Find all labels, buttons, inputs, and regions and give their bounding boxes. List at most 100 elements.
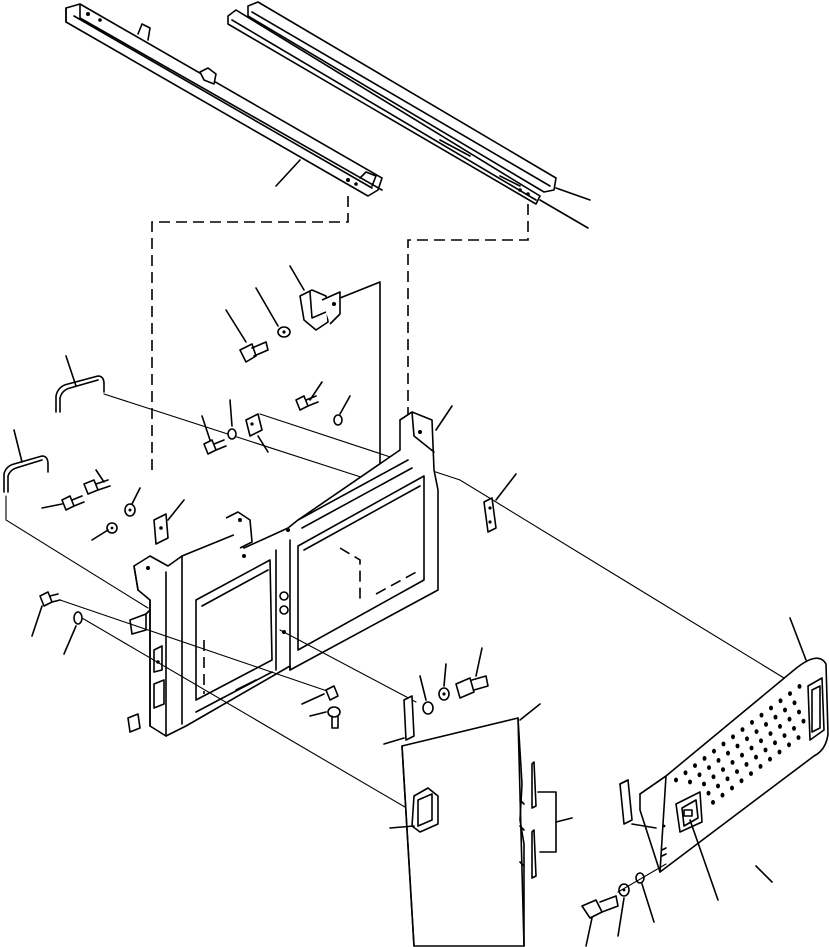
louver-hole <box>697 772 702 778</box>
louver-hole <box>768 731 773 736</box>
louver-hole <box>764 722 768 727</box>
leader-handle-lower <box>13 429 23 463</box>
louver-hole <box>688 779 692 785</box>
louver-hole <box>768 756 772 762</box>
left-rail <box>65 3 383 197</box>
hex-bolt <box>39 591 61 607</box>
leader-clip-left <box>167 499 185 521</box>
louver-hole <box>739 778 744 784</box>
leader-bolt-center-lower <box>309 711 327 717</box>
louver-hole <box>730 785 734 791</box>
leader-bracket <box>289 265 305 291</box>
louver-hole <box>702 756 707 761</box>
leader-washer-a <box>131 487 141 505</box>
leader-front-frame <box>435 405 453 431</box>
leader-door <box>755 865 773 883</box>
bolt <box>455 675 489 699</box>
axis-bottom <box>617 863 667 893</box>
louver-hole <box>712 748 716 754</box>
louver-hole <box>763 747 768 753</box>
bracket <box>299 281 381 471</box>
handle-axis-upper <box>103 393 371 481</box>
louver-hole <box>788 691 792 696</box>
louver-hole <box>754 729 759 734</box>
louver-hole <box>735 769 739 774</box>
louver-hole <box>693 763 697 768</box>
louver-hole <box>731 734 735 740</box>
louver-hole <box>773 740 777 746</box>
handle-axis-lower <box>5 495 149 609</box>
louver-hole <box>797 709 801 715</box>
louver-hole <box>730 760 735 765</box>
axis-right-panel <box>259 413 821 701</box>
right-rail <box>227 1 557 205</box>
leader-hinge <box>555 817 573 823</box>
axis-center-lower <box>279 629 417 703</box>
leader-fastener-b <box>41 503 63 509</box>
louver-hole <box>749 745 754 751</box>
louver-hole <box>749 771 753 776</box>
louver-hole <box>721 741 726 747</box>
louver-hole <box>782 733 787 738</box>
bolt <box>581 895 619 919</box>
louver-hole <box>674 777 678 783</box>
louver-hole <box>726 750 730 756</box>
louver-hole <box>777 749 782 755</box>
louver-hole <box>801 718 806 724</box>
axis-lower-left <box>59 599 331 693</box>
louver-hole <box>754 754 758 760</box>
leader-right-rail-upper <box>555 187 591 201</box>
louver-hole <box>745 736 749 742</box>
louver-hole <box>759 712 764 718</box>
handle <box>3 455 49 493</box>
washer <box>422 701 434 715</box>
louver-hole <box>769 705 773 711</box>
louver-hole <box>720 792 725 798</box>
axis-cover-left <box>81 617 411 811</box>
leader-latch-left <box>389 825 415 829</box>
leader-bolt-lower-left <box>31 605 43 637</box>
louver-hole <box>797 684 802 689</box>
leader-bottom-washer <box>617 897 625 937</box>
leader-handle-upper <box>65 355 77 387</box>
louver-hole <box>787 742 791 748</box>
louver-hole <box>783 707 787 713</box>
louver-hole <box>758 764 763 769</box>
leader-bottom-washer-b <box>641 883 655 923</box>
leader-bolt-upper <box>225 309 247 343</box>
louver-hole <box>735 743 740 749</box>
hex-bolt <box>83 479 111 495</box>
washer <box>106 522 118 534</box>
louver-hole <box>778 698 783 704</box>
washer <box>333 414 343 426</box>
washer <box>277 326 291 338</box>
leader-door-latch <box>689 819 719 901</box>
handle <box>55 375 105 413</box>
louver-hole <box>725 776 730 782</box>
louver-hole <box>792 700 797 706</box>
leader-washer-center <box>229 399 233 427</box>
louver-hole <box>740 727 745 732</box>
clip-plate <box>483 497 497 533</box>
leader-access-cover <box>519 703 541 721</box>
leader-washer-lower-a <box>419 675 427 701</box>
alignment-dashed-left <box>151 196 349 470</box>
leader-washer-right <box>339 395 351 415</box>
washer <box>227 428 237 440</box>
leader-fastener-a <box>95 469 105 483</box>
clip-plate <box>245 413 263 437</box>
washer <box>438 687 450 701</box>
hex-bolt <box>295 395 319 411</box>
washer <box>73 611 83 625</box>
leader-bolt-lower <box>475 647 483 677</box>
louver-hole <box>706 790 711 796</box>
louver-hole <box>792 726 796 731</box>
louver-hole <box>711 774 716 780</box>
hex-bolt <box>61 495 85 511</box>
leader-right-rail-lower <box>539 199 589 229</box>
spacer-axis <box>631 823 657 829</box>
louver-hole <box>773 714 778 720</box>
clip-plate <box>153 513 169 545</box>
hex-bolt <box>203 439 227 455</box>
